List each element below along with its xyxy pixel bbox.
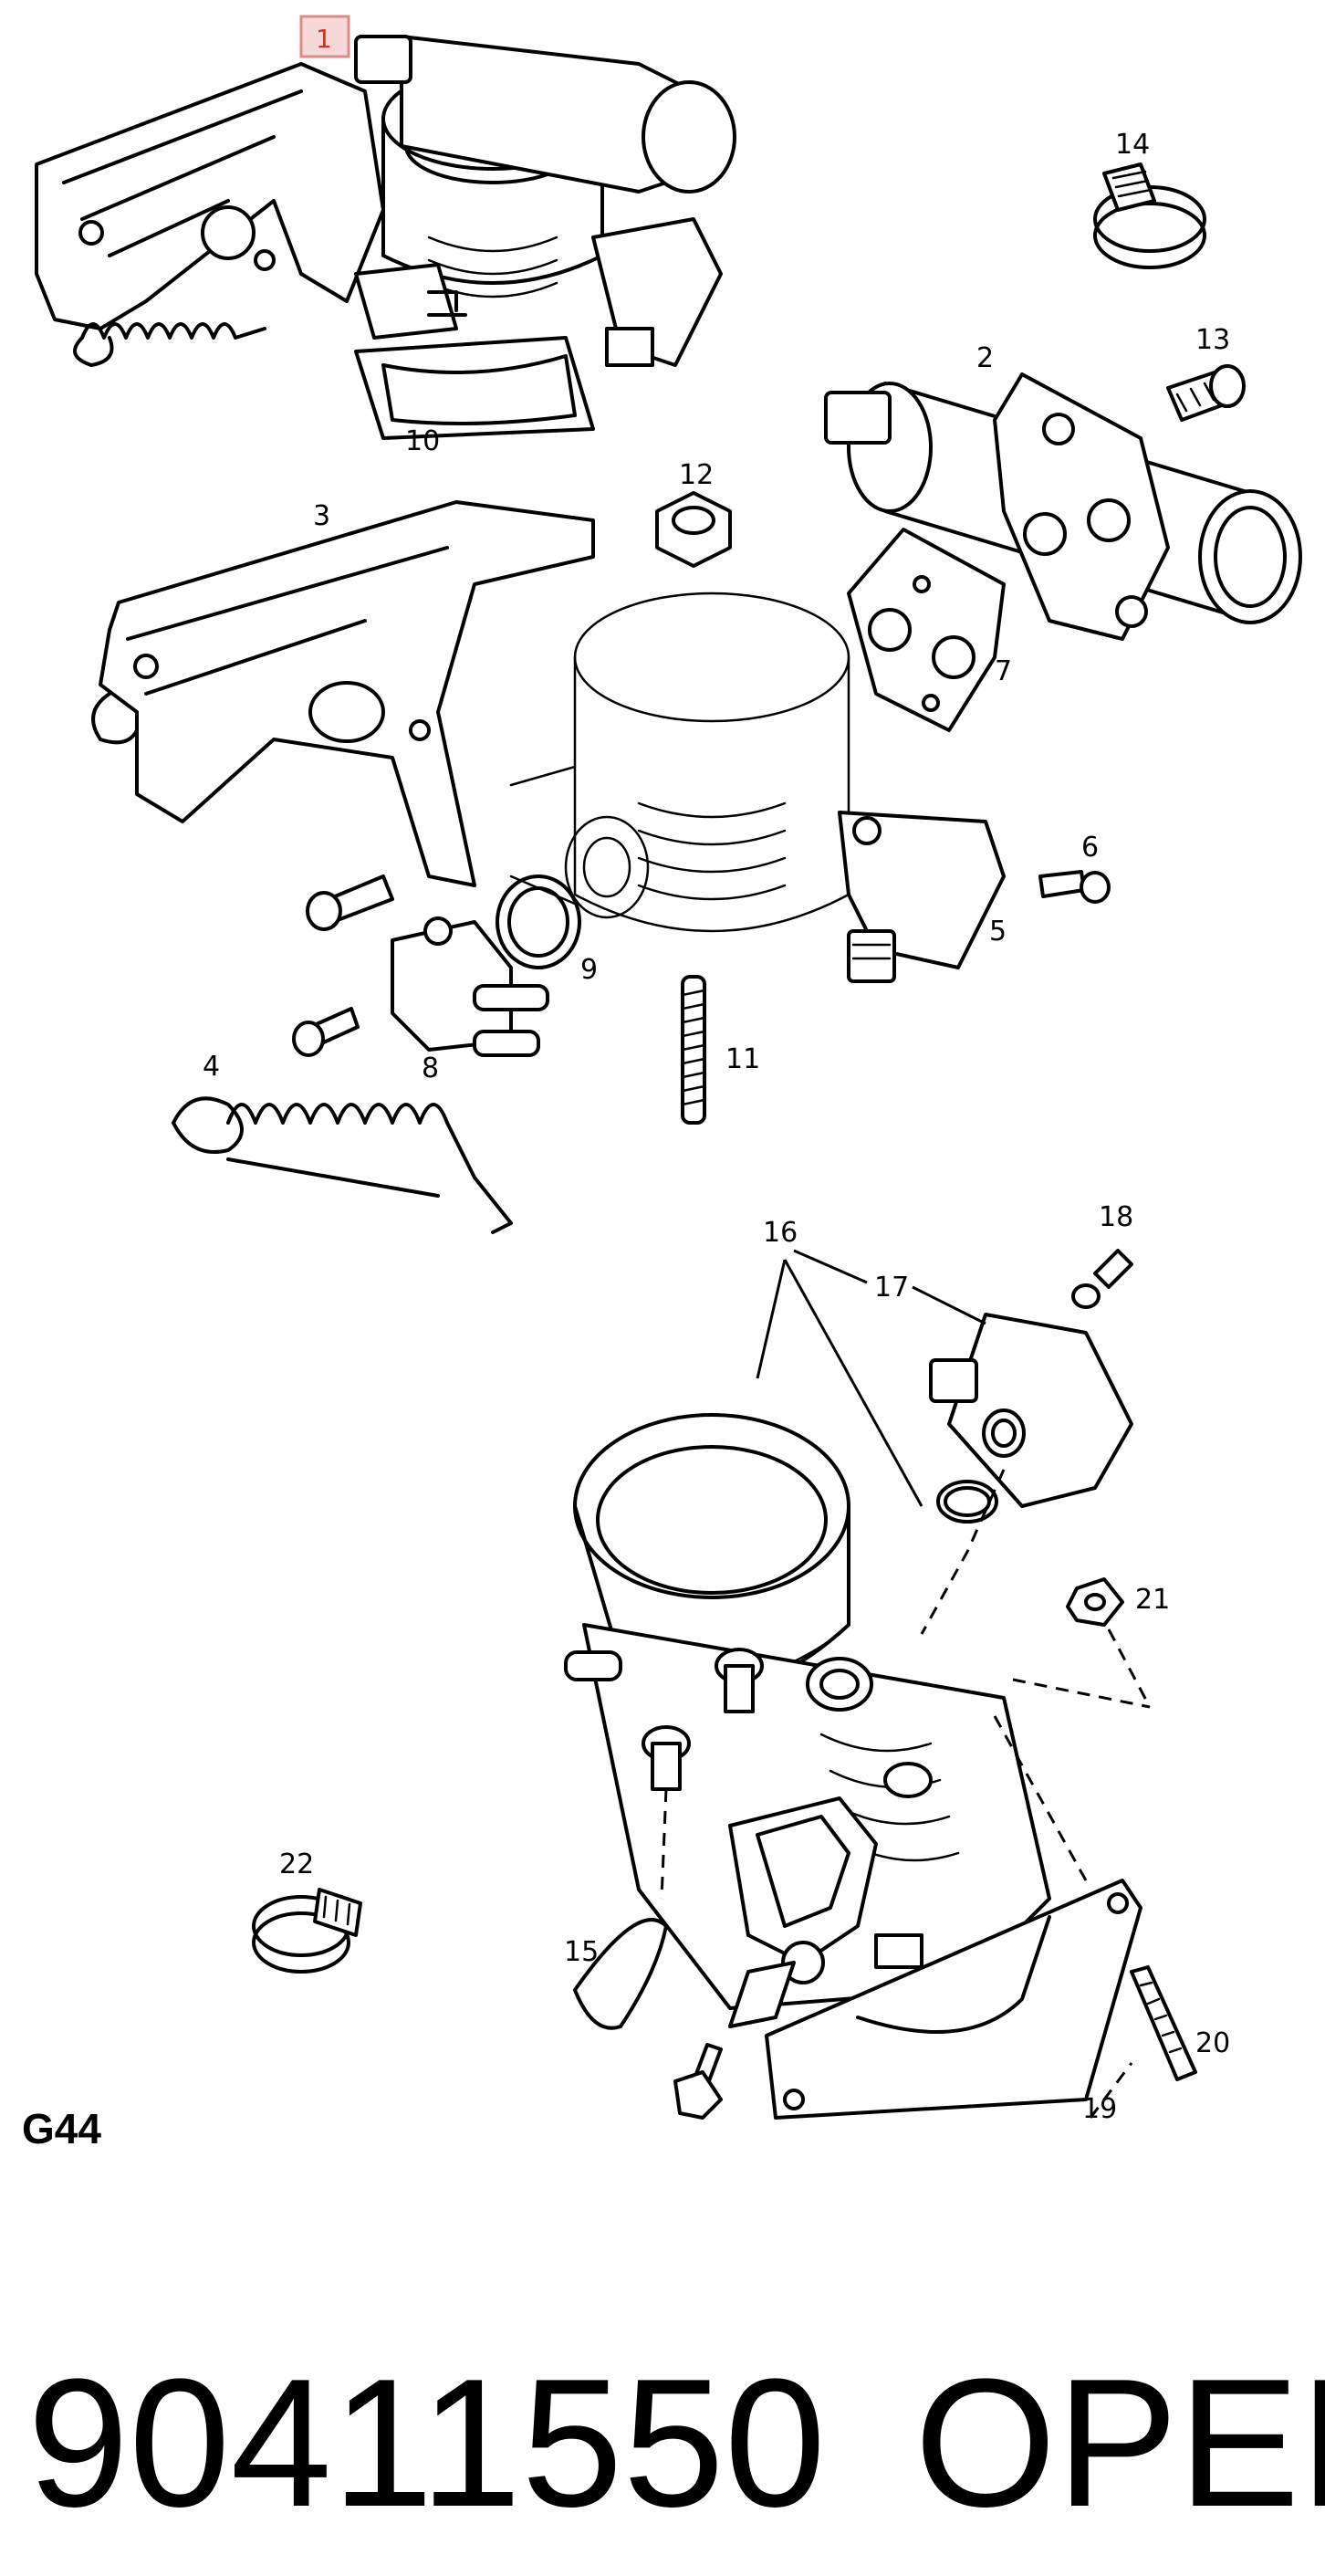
callout-21: 21 <box>1135 1584 1170 1616</box>
throttle-position-sensor-5 <box>838 811 1006 983</box>
stud-11 <box>681 975 706 1125</box>
throttle-body-center <box>509 592 850 933</box>
callout-16: 16 <box>763 1217 798 1249</box>
callout-22: 22 <box>279 1848 314 1880</box>
part-number: 90411550 <box>27 2341 826 2545</box>
idle-air-control-valve-2 <box>824 372 1302 641</box>
callout-13: 13 <box>1195 324 1230 356</box>
callout-3: 3 <box>313 500 330 532</box>
bolt-bottom <box>673 2043 723 2120</box>
callout-1-highlight-box <box>299 15 350 58</box>
callout-18: 18 <box>1099 1201 1133 1233</box>
gasket-7 <box>847 528 1006 732</box>
callout-12: 12 <box>679 459 714 491</box>
callout-5: 5 <box>989 916 1007 948</box>
callout-1[interactable]: 1 <box>316 24 332 54</box>
brand-name: OPEL <box>914 2341 1325 2545</box>
hose-clamp-14 <box>1093 162 1206 269</box>
callout-19: 19 <box>1082 2093 1117 2125</box>
callout-11: 11 <box>725 1043 760 1075</box>
screw-13 <box>1166 364 1246 422</box>
callout-4: 4 <box>203 1051 220 1083</box>
callout-7: 7 <box>995 655 1012 687</box>
callout-6: 6 <box>1081 832 1099 864</box>
section-code: G44 <box>22 2105 101 2152</box>
callout-9: 9 <box>580 954 598 986</box>
hose-15 <box>573 1918 668 2030</box>
callout-8: 8 <box>422 1052 439 1084</box>
stud-20 <box>1130 1965 1197 2081</box>
callout-20: 20 <box>1195 2027 1230 2059</box>
callout-10: 10 <box>405 425 440 457</box>
o-ring-9 <box>496 874 581 969</box>
hose-clamp-22 <box>252 1888 362 1974</box>
return-spring-4 <box>172 1096 513 1234</box>
callout-15: 15 <box>564 1936 599 1968</box>
screws-bracket <box>292 874 394 1057</box>
screw-6 <box>1038 870 1111 904</box>
callout-2: 2 <box>976 342 994 374</box>
callout-labels: 1 2 3 4 5 6 7 8 9 10 11 12 13 14 15 16 1… <box>203 15 1230 2125</box>
bracket-3 <box>91 500 595 887</box>
nut-12 <box>655 491 732 568</box>
callout-17: 17 <box>874 1272 909 1304</box>
throttle-body-assembly-top <box>35 35 736 440</box>
throttle-body-assembly-bottom <box>564 1249 1152 2120</box>
sensor-8 <box>391 916 549 1057</box>
callout-14: 14 <box>1115 129 1150 161</box>
